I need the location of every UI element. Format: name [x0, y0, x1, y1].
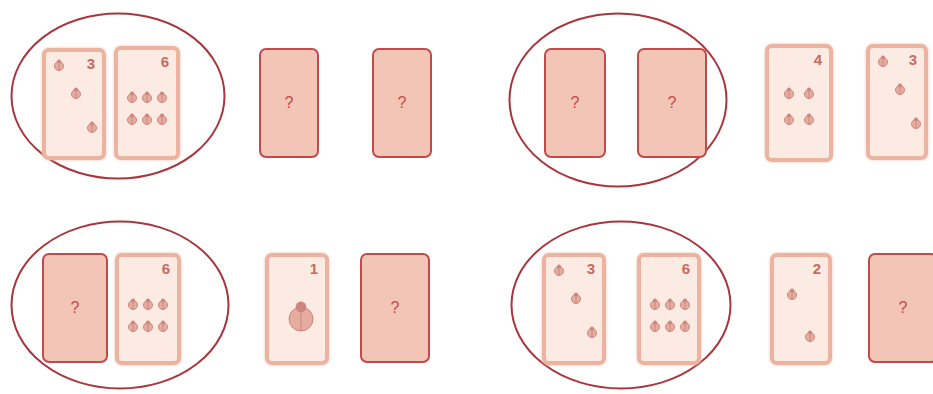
group-ellipse: 36	[10, 12, 226, 180]
face-down-card: ?	[372, 48, 432, 158]
question-mark: ?	[391, 299, 400, 317]
question-mark: ?	[71, 299, 80, 317]
card-number: 4	[814, 51, 822, 68]
group-ellipse: 36	[510, 220, 732, 390]
question-mark: ?	[571, 94, 580, 112]
card-number: 2	[813, 260, 821, 277]
card-number: 3	[587, 260, 595, 277]
card-number: 1	[310, 260, 318, 277]
card-number: 6	[161, 53, 169, 70]
number-card: 6	[114, 46, 180, 160]
number-card: 6	[637, 253, 701, 365]
number-card: 6	[115, 253, 181, 365]
face-down-card: ?	[360, 253, 430, 363]
question-mark: ?	[285, 94, 294, 112]
number-card: 3	[542, 253, 606, 365]
face-down-card: ?	[259, 48, 319, 158]
question-mark: ?	[398, 94, 407, 112]
question-mark: ?	[668, 94, 677, 112]
card-number: 6	[162, 260, 170, 277]
face-down-card: ?	[544, 48, 606, 158]
number-card: 3	[42, 48, 106, 160]
number-card: 3	[866, 44, 928, 160]
card-number: 6	[682, 260, 690, 277]
number-card: 4	[765, 44, 833, 162]
group-ellipse: ?6	[10, 220, 230, 390]
number-card: 2	[770, 253, 832, 365]
number-card: 1	[265, 253, 329, 365]
face-down-card: ?	[637, 48, 707, 158]
group-ellipse: ??	[508, 12, 728, 188]
face-down-card: ?	[42, 253, 108, 363]
face-down-card: ?	[868, 253, 933, 363]
card-number: 3	[909, 51, 917, 68]
question-mark: ?	[899, 299, 908, 317]
card-number: 3	[87, 55, 95, 72]
